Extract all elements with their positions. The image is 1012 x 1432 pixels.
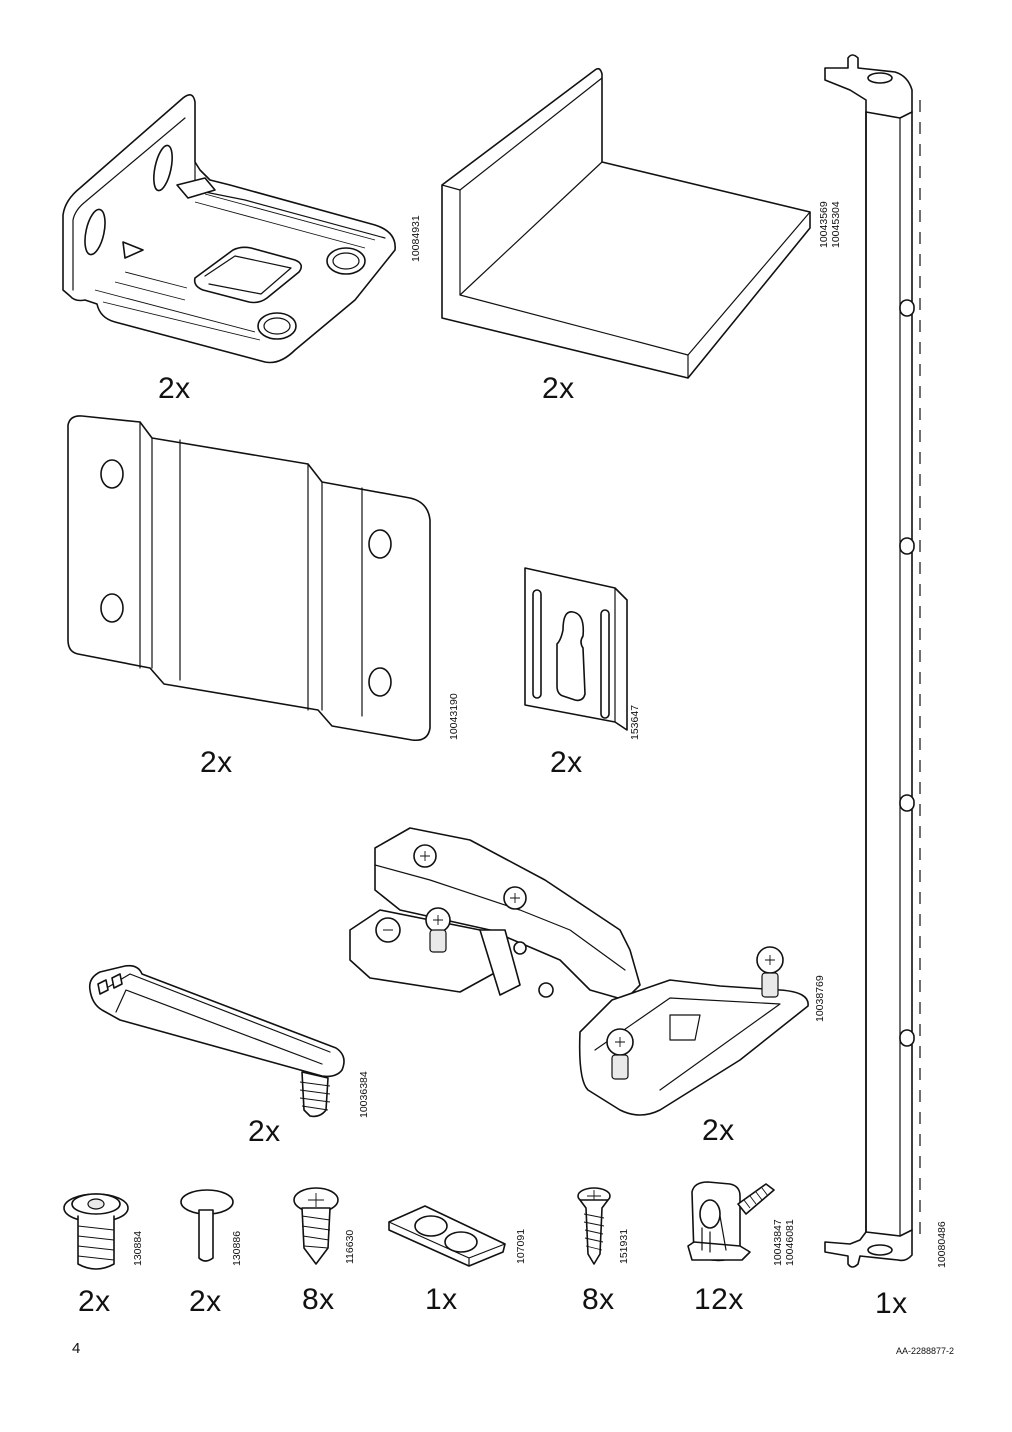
part-code-pin: 130886 [231,1230,243,1266]
part-hinge: 10038769 2x [340,820,840,1160]
qty-keyhole-plate: 2x [550,746,583,779]
part-pin: 130886 2x [175,1188,275,1328]
qty-l-shelf: 2x [542,372,575,405]
qty-hinge: 2x [702,1114,735,1147]
part-code-insert-nut: 130884 [132,1230,144,1266]
qty-mounting-plate: 2x [200,746,233,779]
qty-angle-bracket: 2x [158,372,191,405]
part-code-screw-pan: 116630 [344,1229,356,1264]
part-code-angle-bracket: 10084931 [410,215,422,262]
part-code-screw-long: 151931 [618,1228,630,1264]
hinge-icon [349,827,809,1116]
part-handle: 10036384 2x [80,960,390,1160]
qty-screw-long: 8x [582,1283,615,1316]
part-code-keyhole-plate: 153647 [629,704,641,740]
rail-icon [824,54,921,1268]
part-angle-bracket: 10084931 2x [55,90,422,405]
qty-bumpers: 1x [425,1283,458,1316]
page-number: 4 [72,1340,81,1357]
countersunk-screw-icon [577,1187,611,1265]
part-code-handle: 10036384 [358,1071,370,1118]
part-screw-long: 151931 8x [570,1186,660,1326]
qty-pin: 2x [189,1285,222,1318]
part-mounting-plate: 10043190 2x [60,410,480,790]
mounting-plate-icon [67,415,431,742]
part-bumpers: 107091 1x [385,1200,535,1330]
pan-head-screw-icon [293,1187,339,1265]
keyhole-plate-icon [524,567,628,731]
qty-screw-pan: 8x [302,1283,335,1316]
pin-icon [180,1189,234,1262]
qty-cam-lock: 12x [694,1283,744,1316]
part-rail: 10080486 1x [820,50,960,1330]
part-code-bumpers: 107091 [515,1228,527,1264]
qty-insert-nut: 2x [78,1285,111,1318]
cam-lock-icon [687,1181,775,1262]
bumper-pads-icon [388,1205,506,1267]
document-reference: AA-2288877-2 [896,1346,955,1356]
part-keyhole-plate: 153647 2x [515,560,675,790]
qty-rail: 1x [875,1287,908,1320]
l-shelf-icon [441,67,811,379]
angle-bracket-icon [62,94,396,364]
qty-handle: 2x [248,1115,281,1148]
insert-nut-icon [63,1193,129,1270]
part-code-hinge: 10038769 [814,975,826,1022]
handle-icon [88,964,345,1118]
part-code-mounting-plate: 10043190 [448,693,460,740]
part-code-rail: 10080486 [936,1221,948,1268]
part-insert-nut: 130884 2x [60,1188,160,1328]
part-screw-pan: 116630 8x [290,1186,390,1326]
